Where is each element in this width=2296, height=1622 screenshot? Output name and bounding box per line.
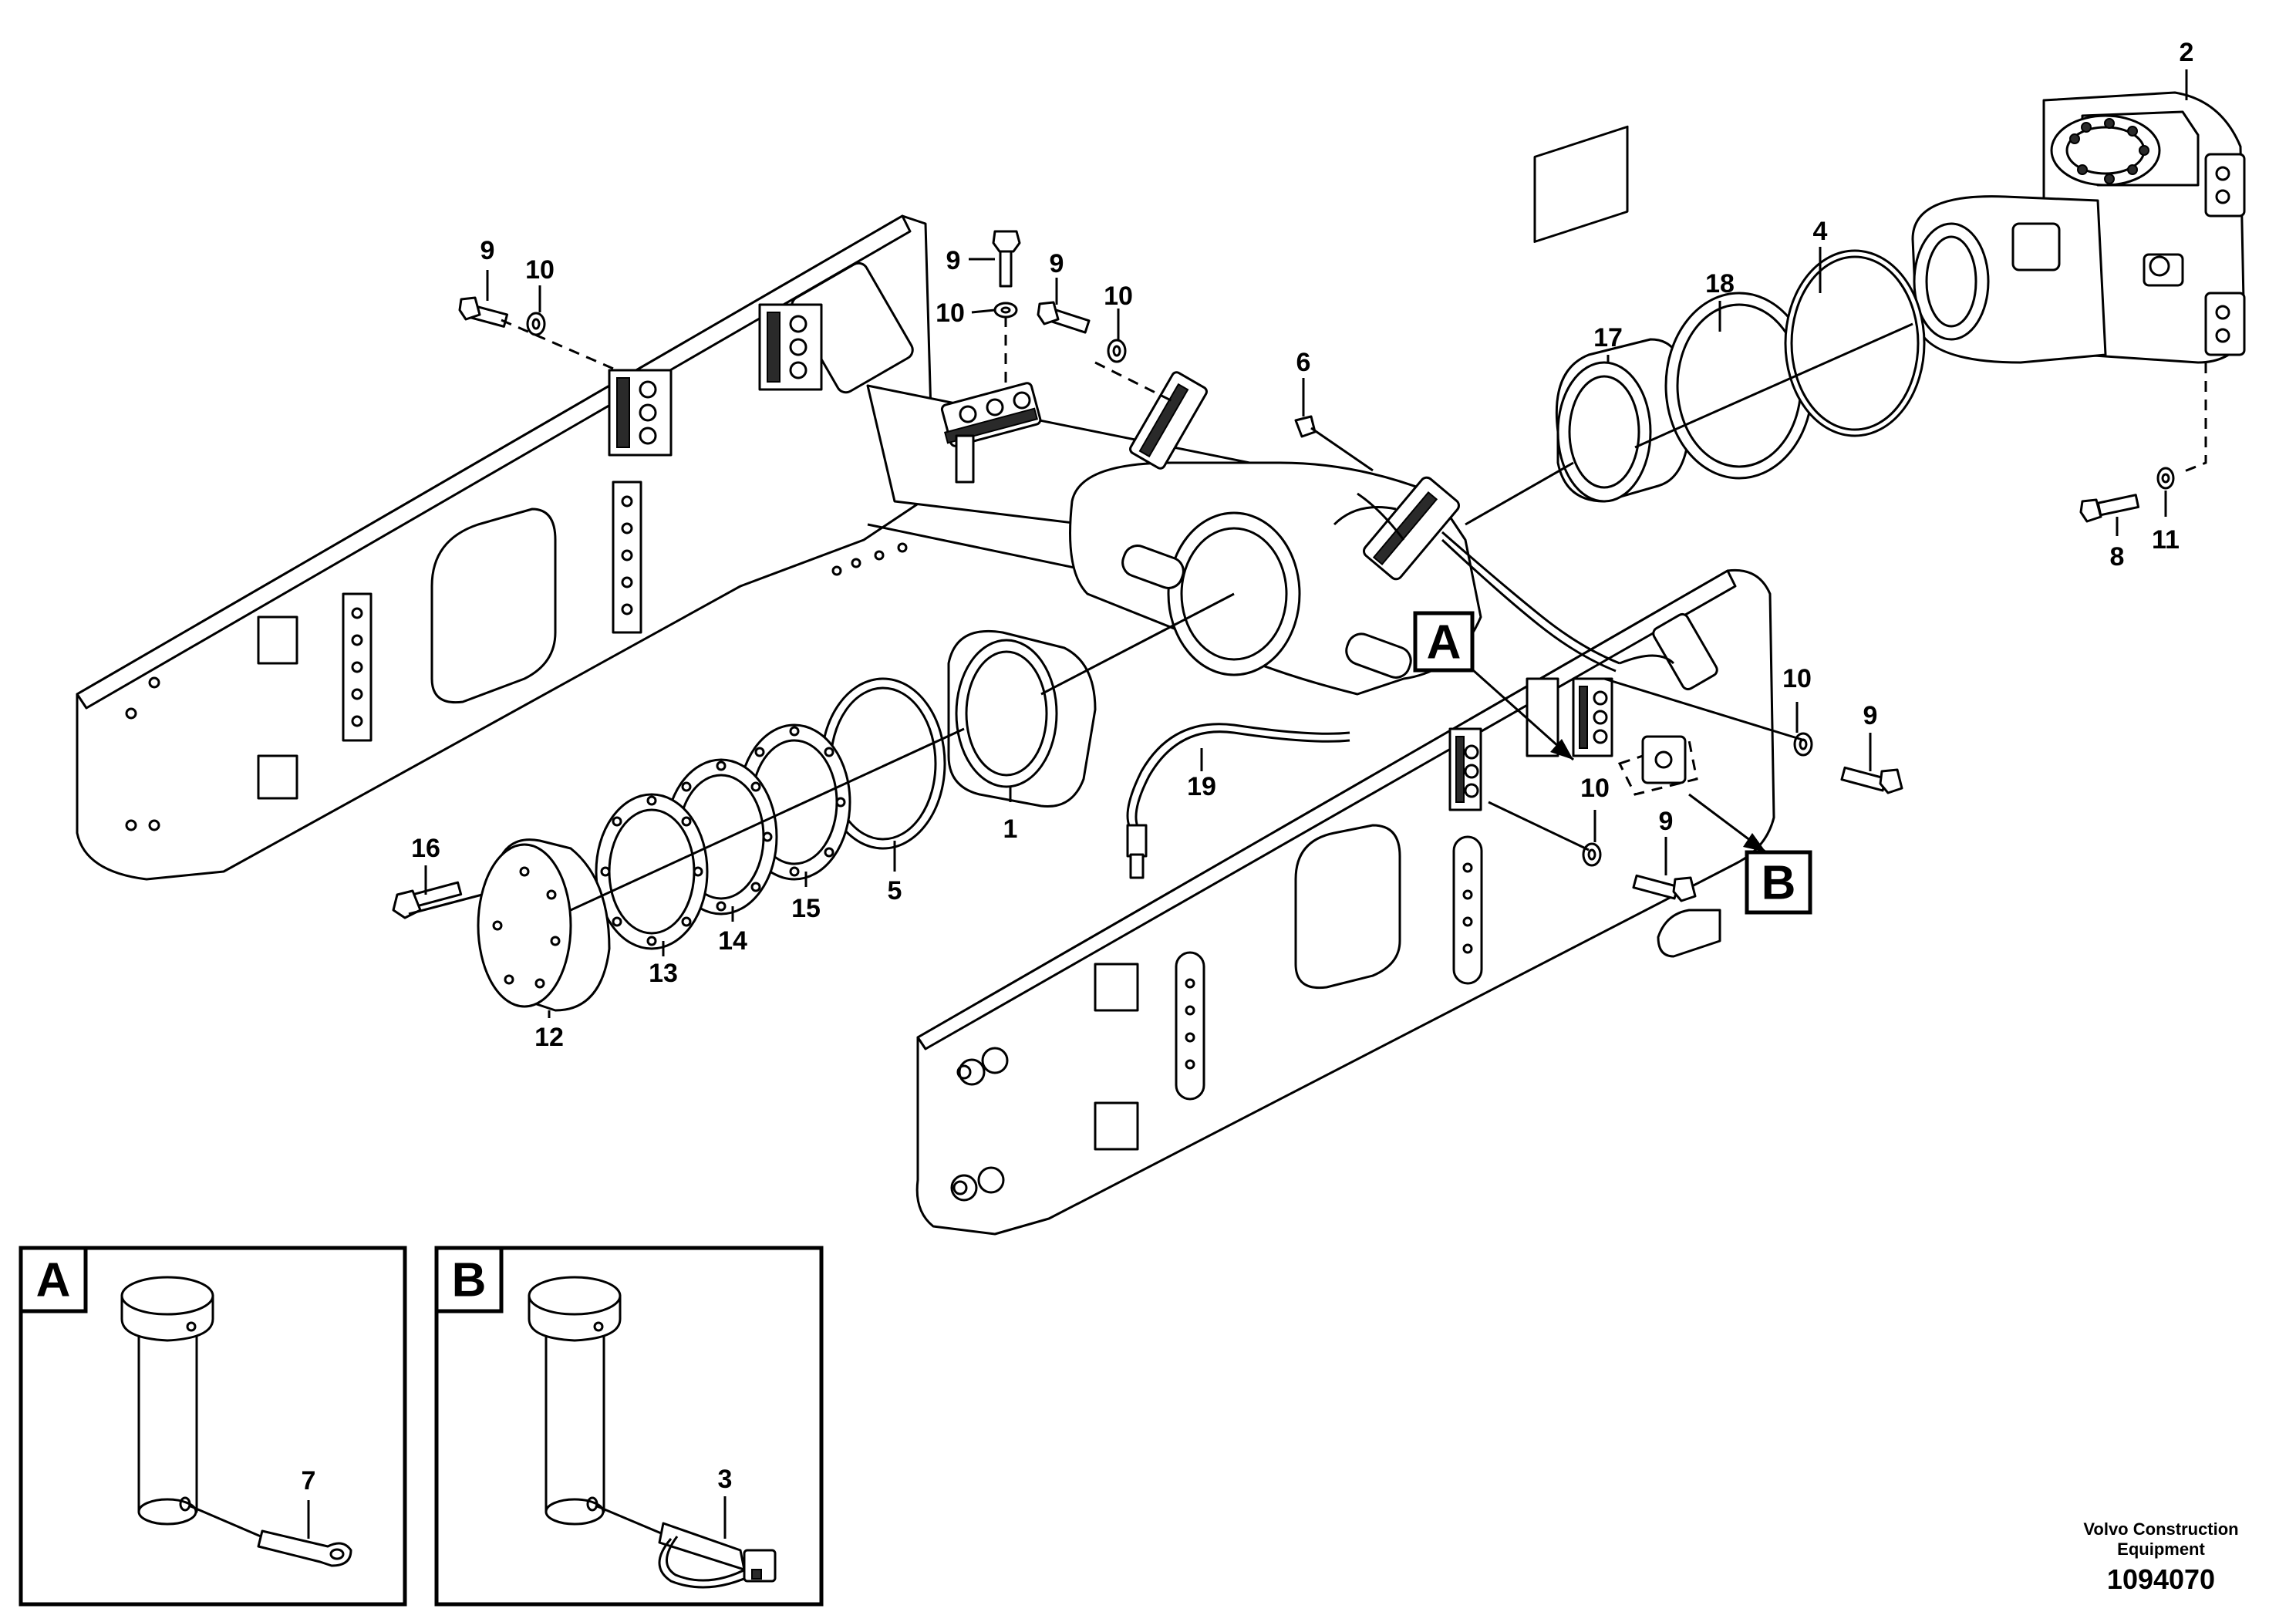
inset-detail-a: A 7 bbox=[19, 1246, 407, 1607]
callout-leaders bbox=[424, 69, 2188, 1018]
brand-line-1: Volvo Construction bbox=[2083, 1519, 2238, 1539]
inset-a-label: A bbox=[36, 1254, 71, 1307]
callout-10-top-angled: 10 bbox=[1104, 282, 1133, 311]
washer-11 bbox=[2156, 467, 2175, 490]
clamp-block-front-2 bbox=[1526, 125, 1675, 757]
callout-11: 11 bbox=[2152, 525, 2180, 555]
bolt-9-front-right bbox=[1840, 766, 1903, 794]
washer-10-top-vertical bbox=[993, 302, 1018, 319]
washer-10-rear-left bbox=[526, 312, 546, 336]
brand-line-2: Equipment bbox=[2117, 1539, 2205, 1559]
callout-numbers: 2 4 18 17 6 1 5 15 14 13 12 16 19 9 10 9… bbox=[411, 38, 2193, 1052]
callout-12: 12 bbox=[534, 1023, 564, 1052]
bolt-16 bbox=[392, 881, 463, 919]
callout-10-front-right: 10 bbox=[1782, 664, 1812, 693]
callout-8: 8 bbox=[2110, 542, 2125, 572]
callout-9-front-right: 9 bbox=[1863, 701, 1878, 730]
washer-10-top-angled bbox=[1107, 339, 1127, 363]
split-pin-7 bbox=[257, 1529, 352, 1567]
bolt-9-top-vertical bbox=[992, 230, 1021, 288]
grease-nipple-6 bbox=[1294, 415, 1374, 472]
clamp-block-rear-2 bbox=[758, 303, 823, 391]
ring-4 bbox=[1784, 249, 1926, 437]
clamp-block-top bbox=[940, 382, 1042, 484]
callout-15: 15 bbox=[791, 894, 821, 923]
callout-4: 4 bbox=[1813, 217, 1828, 246]
lynch-pin-3 bbox=[658, 1522, 777, 1589]
washer-plate-12 bbox=[477, 838, 611, 1012]
callout-1: 1 bbox=[1003, 814, 1018, 844]
clamp-block-front-1 bbox=[1448, 727, 1482, 811]
detail-label-a: A bbox=[1413, 611, 1574, 761]
slot-strip-front-2 bbox=[1452, 835, 1483, 985]
callout-7: 7 bbox=[302, 1466, 316, 1496]
callout-13: 13 bbox=[649, 959, 678, 988]
callout-2: 2 bbox=[2180, 38, 2194, 67]
bolt-8 bbox=[2079, 494, 2140, 523]
clamp-block-angled bbox=[1129, 371, 1208, 470]
callout-19: 19 bbox=[1187, 772, 1216, 801]
callout-6: 6 bbox=[1296, 348, 1311, 377]
pin-b bbox=[528, 1276, 622, 1526]
bushing-1 bbox=[947, 629, 1097, 808]
washer-10-front-right bbox=[1793, 732, 1813, 757]
washer-10-front-lower bbox=[1582, 842, 1602, 867]
callout-9-rear-left: 9 bbox=[480, 236, 495, 265]
callout-10-rear-left: 10 bbox=[525, 255, 555, 285]
ring-5 bbox=[820, 677, 946, 850]
callout-3: 3 bbox=[718, 1465, 733, 1494]
callout-10-top: 10 bbox=[936, 298, 965, 328]
bolt-9-rear-left bbox=[458, 296, 509, 328]
inset-b-label: B bbox=[452, 1254, 487, 1307]
callout-9-top-angled: 9 bbox=[1050, 249, 1064, 278]
hole-strip-rear-2 bbox=[612, 481, 642, 634]
document-number: 1094070 bbox=[2107, 1563, 2215, 1595]
hole-strip-rear-1 bbox=[342, 592, 373, 742]
detail-label-a-text: A bbox=[1427, 616, 1462, 669]
callout-14: 14 bbox=[718, 926, 747, 956]
callout-5: 5 bbox=[888, 876, 902, 905]
detail-label-b-text: B bbox=[1762, 857, 1796, 910]
callout-10-front-lower: 10 bbox=[1580, 774, 1610, 803]
detail-label-b: B bbox=[1688, 793, 1812, 915]
hydraulic-hose bbox=[1126, 531, 1620, 879]
footer-branding: Volvo Construction Equipment 1094070 bbox=[2083, 1519, 2238, 1595]
slot-strip-front-1 bbox=[1175, 951, 1205, 1101]
clamp-block-rear-1 bbox=[608, 369, 673, 457]
bolt-9-front-lower bbox=[1632, 874, 1697, 902]
callout-16: 16 bbox=[411, 834, 440, 863]
hose-clamp-center bbox=[1333, 476, 1460, 581]
ring-18 bbox=[1664, 292, 1814, 480]
bolt-9-top-angled bbox=[1037, 301, 1091, 334]
pivot-bracket bbox=[1911, 91, 2246, 364]
callout-9-top: 9 bbox=[946, 246, 961, 275]
inset-detail-b: B 3 bbox=[434, 1246, 824, 1607]
callout-18: 18 bbox=[1705, 269, 1735, 298]
callout-9-front-lower: 9 bbox=[1659, 807, 1674, 836]
pin-a bbox=[120, 1276, 214, 1526]
assembly-lines bbox=[408, 316, 2207, 916]
connector-block bbox=[1617, 735, 1698, 796]
callout-17: 17 bbox=[1593, 323, 1623, 352]
